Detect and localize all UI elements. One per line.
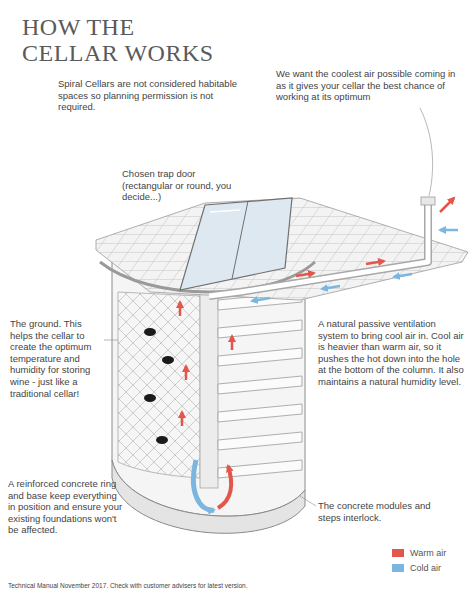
warm-air-arrow xyxy=(366,261,384,264)
trap-door xyxy=(180,198,292,290)
leader-line xyxy=(420,108,433,196)
legend-swatch xyxy=(392,564,404,572)
footer-note: Technical Manual November 2017. Check wi… xyxy=(8,582,338,590)
legend-entry: Warm air xyxy=(392,548,446,559)
legend-label: Warm air xyxy=(410,548,446,558)
base-ring-note: A reinforced concrete ring and base keep… xyxy=(8,478,124,536)
trap-door-frame xyxy=(232,201,248,279)
stair-step xyxy=(218,376,302,394)
central-column xyxy=(200,292,218,488)
page-title: HOW THE CELLAR WORKS xyxy=(22,14,222,66)
warm-air-arrow xyxy=(181,412,184,426)
leader-line xyxy=(300,496,316,506)
modules-note: The concrete modules and steps interlock… xyxy=(318,500,442,523)
stair-step xyxy=(218,348,302,366)
ground-note: The ground. This helps the cellar to cre… xyxy=(10,318,106,399)
cold-air-arrow xyxy=(322,286,340,289)
stair-step xyxy=(218,404,302,422)
vent-cap xyxy=(421,197,435,205)
planning-note: Spiral Cellars are not considered habita… xyxy=(58,78,246,113)
cold-air-arrow xyxy=(193,460,214,510)
air-intake-note: We want the coolest air possible coming … xyxy=(276,68,466,103)
cellar-shaft xyxy=(112,262,305,516)
warm-air-arrow xyxy=(218,466,231,508)
cold-air-arrow xyxy=(252,298,270,301)
trap-door-note: Chosen trap door (rectangular or round, … xyxy=(122,168,248,203)
stair-step xyxy=(218,320,302,338)
legend-swatch xyxy=(392,549,404,557)
warm-air-arrow xyxy=(185,366,188,380)
cold-air-arrow xyxy=(394,274,412,277)
wine-bottle xyxy=(144,328,156,336)
legend-label: Cold air xyxy=(410,563,441,573)
wine-bottle xyxy=(144,394,156,402)
wine-bottle xyxy=(156,436,168,444)
stair-step xyxy=(218,432,302,450)
glass-glint xyxy=(210,210,240,212)
cold-air-arrow xyxy=(440,229,458,232)
leader-line xyxy=(104,340,118,341)
wine-bottle xyxy=(162,356,174,364)
wine-rack xyxy=(118,292,200,478)
legend-entry: Cold air xyxy=(392,563,441,574)
warm-air-arrow xyxy=(231,336,234,350)
warm-air-arrow xyxy=(179,302,182,316)
ventilation-note: A natural passive ventilation system to … xyxy=(318,318,464,388)
warm-air-arrow xyxy=(440,198,454,212)
paving-surface xyxy=(96,198,468,300)
warm-air-arrow xyxy=(296,273,314,276)
